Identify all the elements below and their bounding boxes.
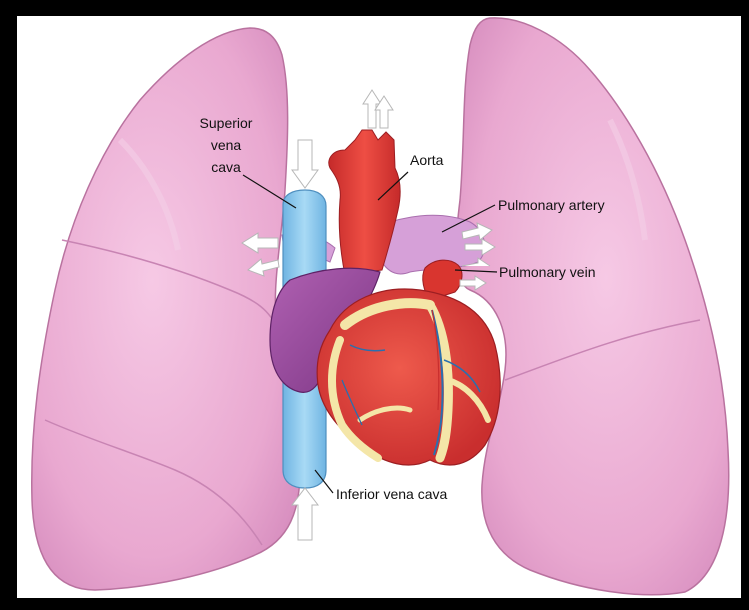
frame-left [0, 0, 17, 605]
label-pulmonary-vein: Pulmonary vein [499, 264, 596, 280]
frame-bottom [0, 598, 749, 605]
frame-top [0, 0, 749, 16]
label-inferior-vena-cava: Inferior vena cava [336, 486, 447, 502]
label-aorta: Aorta [410, 152, 444, 168]
label-superior-vena-cava-line-2: vena [211, 137, 242, 153]
label-pulmonary-artery: Pulmonary artery [498, 197, 605, 213]
frame-right [741, 0, 749, 605]
label-superior-vena-cava-line-3: cava [211, 159, 241, 175]
label-superior-vena-cava-line-1: Superior [200, 115, 253, 131]
